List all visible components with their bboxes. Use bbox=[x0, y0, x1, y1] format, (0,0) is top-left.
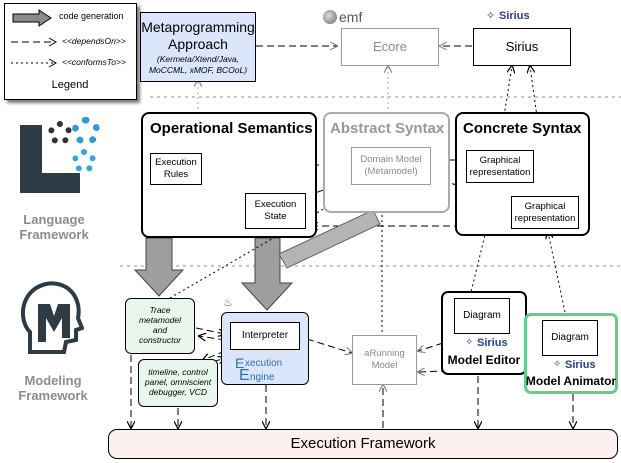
graphical-representation-box-1: Graphical representation bbox=[466, 150, 534, 183]
legend-conforms-to-label: <<conformsTo>> bbox=[62, 57, 126, 67]
editor-sirius-logo-icon: ✧ bbox=[465, 337, 474, 348]
domain-model-box: Domain Model (Metamodel) bbox=[351, 147, 431, 185]
conforms-to-arrow-icon bbox=[11, 58, 58, 68]
metaprogramming-languages-line1: (Kermeta/Xtend/Java, bbox=[156, 53, 240, 64]
animator-sirius-logo-icon: ✧ bbox=[553, 359, 562, 370]
metaprogramming-languages-line2: MoCCML, xMOF, BCOoL) bbox=[148, 64, 248, 75]
execution-state-box: Execution State bbox=[245, 193, 306, 229]
sirius-logo-icon: ✧ bbox=[486, 10, 496, 22]
graphical-representation-box-2: Graphical representation bbox=[511, 196, 579, 229]
legend-title: Legend bbox=[51, 79, 89, 91]
legend-box: code generation <<dependsOn>> <<conforms… bbox=[4, 3, 137, 100]
ecore-box: Ecore bbox=[341, 28, 439, 66]
emf-logo-icon bbox=[323, 10, 337, 24]
language-framework-label: Language Framework bbox=[19, 212, 89, 242]
emf-logo-text: emf bbox=[339, 9, 363, 25]
interpreter-box: Interpreter bbox=[230, 322, 300, 350]
running-model-box: aRunning Model bbox=[352, 335, 417, 385]
execution-engine-logo: E xecution E ngine bbox=[235, 355, 283, 384]
codegen-arrow-diagonal bbox=[278, 209, 381, 269]
operational-semantics-title: Operational Semantics bbox=[150, 120, 313, 137]
java-cup-icon: ♨ bbox=[223, 297, 233, 309]
code-generation-arrow-icon bbox=[12, 9, 52, 27]
language-framework-icon bbox=[20, 115, 120, 195]
metaprogramming-approach-box: Metaprogramming Approach (Kermeta/Xtend/… bbox=[140, 12, 256, 82]
animator-sirius-logo-text: Sirius bbox=[565, 359, 596, 371]
editor-diagram-box: Diagram bbox=[454, 298, 510, 334]
codegen-arrow-interpreter bbox=[240, 237, 294, 311]
model-editor-label: Model Editor bbox=[447, 353, 521, 367]
abstract-syntax-title: Abstract Syntax bbox=[330, 120, 445, 137]
animator-diagram-box: Diagram bbox=[542, 320, 598, 356]
execution-framework-bar: Execution Framework bbox=[108, 429, 618, 459]
trace-metamodel-box: Trace metamodel and constructor bbox=[125, 298, 195, 354]
sirius-box: Sirius bbox=[473, 28, 571, 66]
legend-depends-on-label: <<dependsOn>> bbox=[62, 36, 126, 46]
concrete-syntax-title: Concrete Syntax bbox=[463, 120, 582, 137]
depends-on-arrow-icon bbox=[11, 37, 58, 47]
metaprogramming-title-line2: Approach bbox=[168, 36, 228, 53]
head-icon bbox=[21, 281, 84, 354]
debugging-tools-box: timeline, control panel, omniscient debu… bbox=[138, 359, 218, 407]
codegen-arrow-trace bbox=[133, 237, 185, 297]
sirius-logo-text: Sirius bbox=[499, 10, 530, 22]
model-animator-label: Model Animator bbox=[525, 374, 617, 388]
gears-icon bbox=[48, 121, 72, 145]
sirius-label: Sirius bbox=[505, 38, 539, 54]
ecore-label: Ecore bbox=[373, 38, 407, 54]
metaprogramming-title-line1: Metaprogramming bbox=[141, 18, 255, 35]
legend-code-generation-label: code generation bbox=[59, 11, 124, 21]
editor-sirius-logo-text: Sirius bbox=[477, 337, 508, 349]
execution-rules-box: Execution Rules bbox=[150, 153, 202, 185]
modeling-framework-label: Modeling Framework bbox=[18, 373, 88, 403]
